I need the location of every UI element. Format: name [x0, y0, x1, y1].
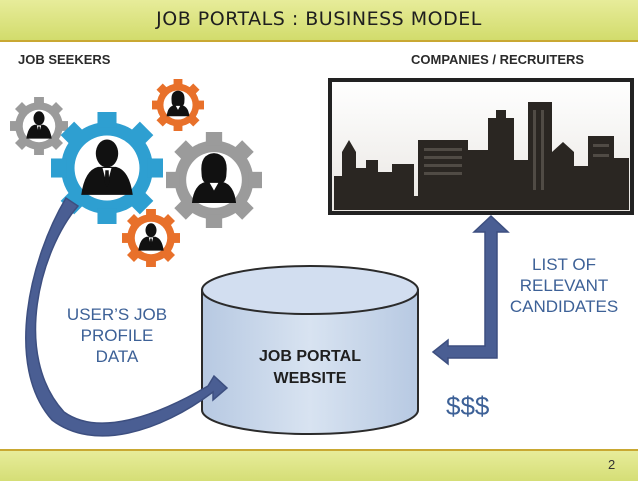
database-label: JOB PORTAL WEBSITE: [210, 346, 410, 390]
city-skyline-image: [328, 78, 634, 215]
profile-data-arrow: [25, 196, 229, 437]
database-cylinder-icon: [201, 265, 419, 435]
candidates-line: LIST OF: [532, 255, 596, 274]
candidates-arrow: [431, 214, 510, 366]
database-label-line: WEBSITE: [273, 370, 347, 387]
gear-icon: [152, 79, 204, 131]
job-seekers-label: JOB SEEKERS: [18, 52, 111, 67]
profile-data-line: USER’S JOB: [66, 305, 168, 324]
candidates-line: CANDIDATES: [509, 297, 619, 316]
gear-icon: [122, 209, 180, 267]
profile-data-label: USER’S JOB PROFILE DATA: [56, 304, 178, 367]
gear-icon: [9, 97, 68, 155]
money-label: $$$: [446, 391, 490, 421]
candidates-line: RELEVANT: [519, 276, 609, 295]
slide-title: JOB PORTALS : BUSINESS MODEL: [156, 8, 482, 30]
profile-data-line: PROFILE: [80, 326, 154, 345]
companies-label: COMPANIES / RECRUITERS: [411, 52, 585, 67]
page-number: 2: [608, 457, 616, 472]
profile-data-line: DATA: [95, 347, 139, 366]
footer-bar: [0, 449, 638, 481]
title-bar: [0, 0, 638, 42]
database-label-line: JOB PORTAL: [259, 348, 361, 365]
gear-icon: [166, 132, 262, 228]
gear-icon: [51, 112, 163, 224]
candidates-label: LIST OF RELEVANT CANDIDATES: [494, 254, 634, 317]
